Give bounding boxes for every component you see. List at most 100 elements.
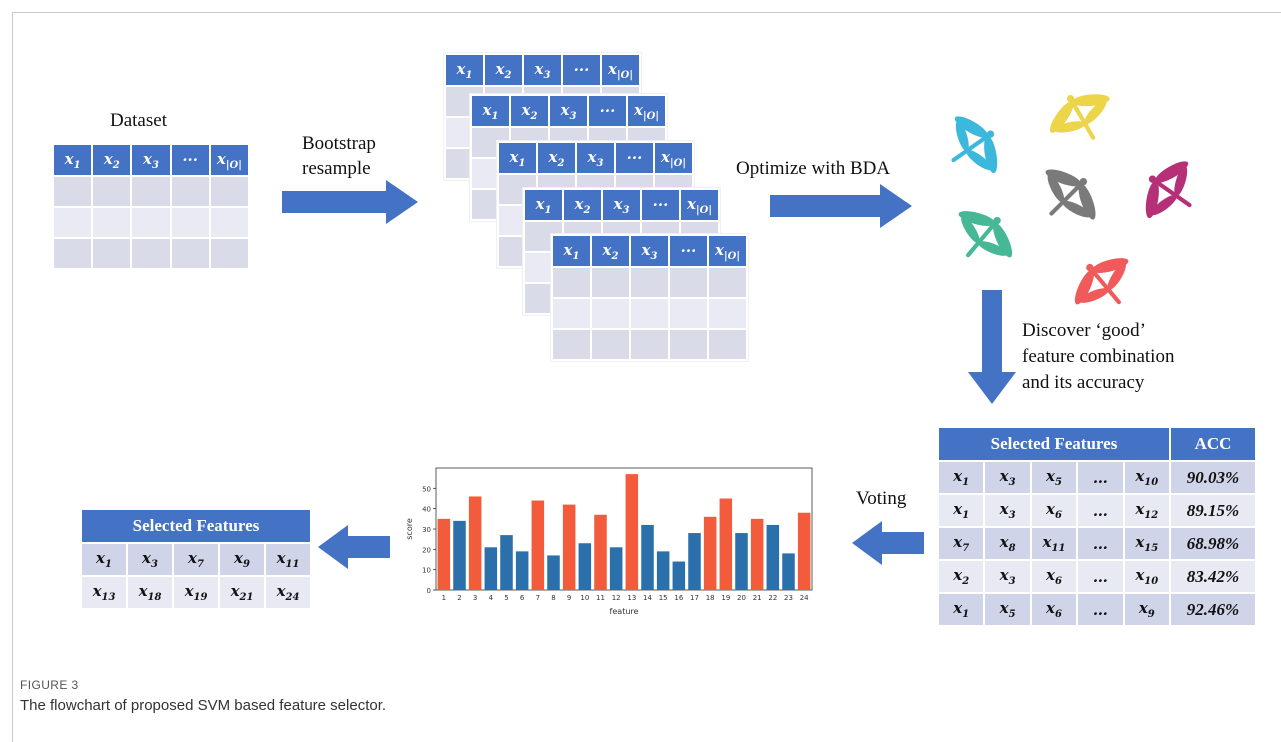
feature-cell: x7: [936, 526, 986, 561]
empty-data-cell: [590, 297, 631, 330]
feature-header-cell: ···: [668, 234, 709, 268]
feature-cell: x5: [983, 592, 1032, 627]
empty-data-cell: [91, 206, 133, 239]
empty-data-cell: [668, 328, 709, 361]
feature-header-cell: x3: [548, 94, 589, 128]
final-feature-cell: x19: [172, 575, 220, 610]
empty-data-cell: [590, 328, 631, 361]
feature-header-cell: x2: [509, 94, 550, 128]
feature-cell: …: [1076, 493, 1125, 528]
empty-data-cell: [51, 175, 94, 208]
feature-header-cell: x|O|: [707, 234, 748, 268]
feature-header-cell: ···: [561, 53, 602, 87]
bootstrap-label-line1: Bootstrap: [302, 133, 376, 154]
feature-cell: x11: [1029, 526, 1079, 561]
empty-data-cell: [707, 328, 748, 361]
dataset-label: Dataset: [110, 110, 167, 131]
empty-data-cell: [208, 206, 251, 239]
feature-header-cell: x1: [523, 188, 564, 222]
feature-cell: x5: [1029, 460, 1079, 495]
empty-data-cell: [169, 175, 211, 208]
empty-data-cell: [169, 237, 211, 270]
voting-label: Voting: [856, 488, 907, 509]
feature-cell: x15: [1122, 526, 1172, 561]
feature-header-cell: ···: [640, 188, 681, 222]
feature-header-cell: ···: [587, 94, 628, 128]
feature-cell: …: [1076, 592, 1125, 627]
accuracy-cell: 83.42%: [1169, 559, 1257, 594]
bootstrap-label-line2: resample: [302, 158, 371, 179]
feature-header-cell: x3: [522, 53, 563, 87]
empty-data-cell: [668, 266, 709, 299]
feature-header-cell: x3: [601, 188, 642, 222]
feature-header-cell: x1: [470, 94, 511, 128]
empty-data-cell: [51, 237, 94, 270]
feature-cell: x3: [983, 559, 1032, 594]
final-feature-cell: x7: [172, 542, 220, 577]
feature-header-cell: x|O|: [208, 143, 251, 177]
feature-header-cell: x3: [629, 234, 670, 268]
empty-data-cell: [668, 297, 709, 330]
final-selected-features-header: Selected Features: [80, 508, 312, 544]
feature-header-cell: ···: [169, 143, 211, 177]
feature-cell: x12: [1122, 493, 1172, 528]
feature-cell: x1: [936, 592, 986, 627]
empty-data-cell: [551, 328, 592, 361]
final-feature-cell: x3: [126, 542, 174, 577]
feature-header-cell: x|O|: [600, 53, 641, 87]
feature-cell: x6: [1029, 559, 1079, 594]
feature-cell: x2: [936, 559, 986, 594]
feature-header-cell: x2: [590, 234, 631, 268]
accuracy-cell: 92.46%: [1169, 592, 1257, 627]
feature-cell: x3: [983, 493, 1032, 528]
optimize-label: Optimize with BDA: [736, 158, 891, 179]
empty-data-cell: [629, 297, 670, 330]
discover-label-line2: feature combination: [1022, 346, 1175, 367]
empty-data-cell: [707, 266, 748, 299]
feature-header-cell: x2: [536, 141, 577, 175]
feature-cell: x9: [1122, 592, 1172, 627]
feature-cell: x3: [983, 460, 1032, 495]
acc-header: ACC: [1169, 426, 1257, 462]
empty-data-cell: [551, 297, 592, 330]
feature-header-cell: x1: [51, 143, 94, 177]
feature-header-cell: x1: [497, 141, 538, 175]
feature-cell: x8: [983, 526, 1032, 561]
feature-header-cell: x1: [551, 234, 592, 268]
empty-data-cell: [130, 175, 172, 208]
feature-header-cell: x2: [91, 143, 133, 177]
feature-cell: x6: [1029, 493, 1079, 528]
feature-header-cell: x|O|: [679, 188, 720, 222]
final-feature-cell: x9: [218, 542, 266, 577]
empty-data-cell: [551, 266, 592, 299]
accuracy-cell: 68.98%: [1169, 526, 1257, 561]
feature-header-cell: x3: [130, 143, 172, 177]
feature-cell: x10: [1122, 460, 1172, 495]
discover-label-line3: and its accuracy: [1022, 372, 1145, 393]
final-feature-cell: x21: [218, 575, 266, 610]
empty-data-cell: [51, 206, 94, 239]
discover-label-line1: Discover ‘good’: [1022, 320, 1146, 341]
feature-cell: x1: [936, 493, 986, 528]
feature-cell: …: [1076, 460, 1125, 495]
empty-data-cell: [130, 206, 172, 239]
empty-data-cell: [629, 266, 670, 299]
feature-cell: …: [1076, 526, 1125, 561]
figure-label: FIGURE 3: [20, 678, 79, 692]
empty-data-cell: [91, 237, 133, 270]
selected-features-header: Selected Features: [937, 426, 1171, 462]
empty-data-cell: [91, 175, 133, 208]
feature-header-cell: x|O|: [653, 141, 694, 175]
accuracy-cell: 90.03%: [1169, 460, 1257, 495]
feature-header-cell: x|O|: [626, 94, 667, 128]
feature-cell: x6: [1029, 592, 1079, 627]
feature-header-cell: ···: [614, 141, 655, 175]
